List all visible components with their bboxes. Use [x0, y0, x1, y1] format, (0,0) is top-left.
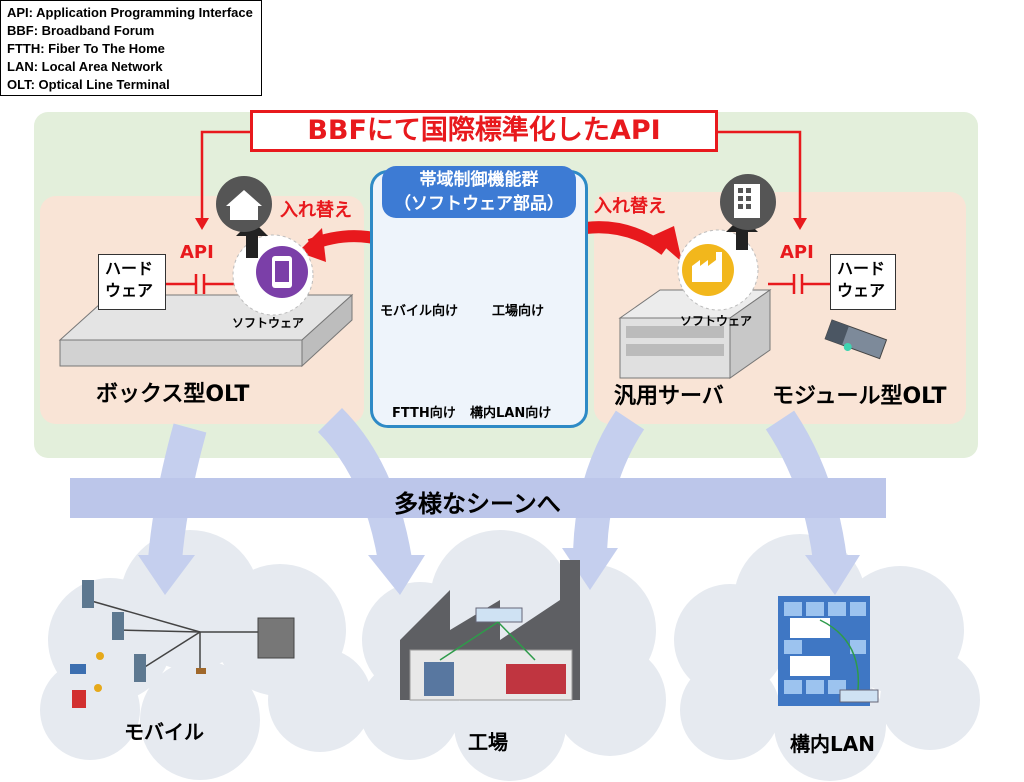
core-title-line1: 帯域制御機能群 [419, 170, 539, 190]
scenes-banner-label: 多様なシーンへ [394, 490, 561, 518]
legend-item: API: Application Programming Interface [7, 5, 253, 20]
mobile-scene [70, 580, 295, 708]
scene-label-factory: 工場 [468, 730, 508, 754]
core-label-lan: 構内LAN向け [470, 406, 552, 421]
hardware-box-right: ハード ウェア [830, 254, 896, 310]
cloud-mobile [40, 530, 372, 780]
replace-label-left: 入れ替え [280, 200, 352, 221]
core-title-line2: （ソフトウェア部品） [394, 194, 564, 214]
general-server-label: 汎用サーバ [614, 384, 724, 409]
legend-item: LAN: Local Area Network [7, 59, 163, 74]
module-olt-label: モジュール型OLT [772, 384, 947, 409]
software-label-right: ソフトウェア [680, 314, 753, 328]
hardware-left-line2: ウェア [105, 281, 154, 300]
hardware-right-line2: ウェア [837, 281, 886, 300]
legend-item: BBF: Broadband Forum [7, 23, 155, 38]
legend-item: OLT: Optical Line Terminal [7, 77, 170, 92]
hardware-box-left: ハード ウェア [98, 254, 166, 310]
hardware-left-line1: ハード [105, 259, 154, 278]
box-olt-label: ボックス型OLT [96, 382, 250, 407]
scene-label-lan: 構内LAN [790, 732, 875, 756]
legend-item: FTTH: Fiber To The Home [7, 41, 165, 56]
core-label-factory: 工場向け [492, 304, 545, 319]
replace-label-right: 入れ替え [594, 196, 666, 217]
api-label-right: API [780, 242, 814, 263]
banner-bg [70, 478, 886, 518]
core-label-mobile: モバイル向け [380, 304, 459, 319]
software-label-left: ソフトウェア [232, 316, 305, 330]
core-title: 帯域制御機能群 （ソフトウェア部品） [382, 166, 576, 218]
abbreviation-legend: API: Application Programming Interface B… [0, 0, 262, 96]
api-label-left: API [180, 242, 214, 263]
core-label-ftth: FTTH向け [392, 406, 456, 421]
general-server-device [618, 289, 772, 379]
lan-scene [778, 596, 879, 706]
factory-scene [400, 560, 580, 701]
module-olt-device [824, 319, 888, 360]
bbf-api-title: BBFにて国際標準化したAPI [250, 110, 718, 152]
hardware-right-line1: ハード [837, 259, 886, 278]
scene-label-mobile: モバイル [124, 720, 204, 744]
